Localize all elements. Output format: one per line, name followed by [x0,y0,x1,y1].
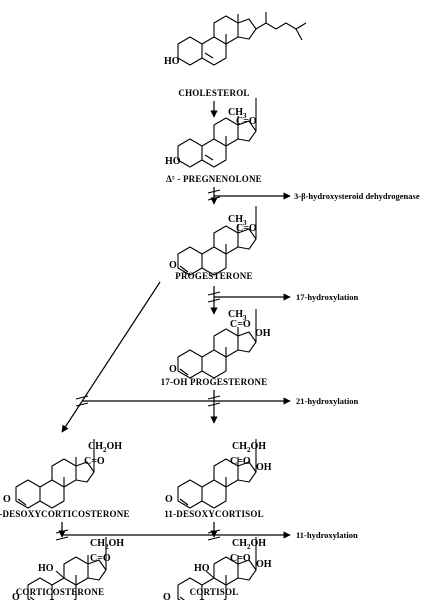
hydroxyl-label: OH [256,462,272,473]
oxo-label: O [165,494,173,505]
progesterone-structure [177,206,257,276]
ketone-label: C=O [90,553,111,564]
block-mark [207,395,221,407]
corticosterone-structure [27,537,107,600]
hydroxyl-label: HO [194,563,210,574]
ketone-label: C=O [230,553,251,564]
hydroxymethyl-label: CH2OH [232,441,266,454]
pregnenolone-label: Δ⁵ - PREGNENOLONE [166,174,262,184]
11-desoxycortisol-structure [177,439,257,509]
ketone-label: C=O [236,223,257,234]
hydroxyl-label: HO [38,563,54,574]
cholesterol-structure [177,12,307,66]
oxo-label: O [163,592,171,600]
block-mark [207,529,221,541]
methyl-label: CH3 [228,107,247,120]
11-desoxycortisol-label: 11-DESOXYCORTISOL [164,509,264,519]
17-oh-progesterone-label: 17-OH PROGESTERONE [161,377,268,387]
block-mark [207,189,221,201]
17-oh-progesterone-structure [177,309,257,379]
oxo-label: O [3,494,11,505]
ketone-label: C=O [84,456,105,467]
ketone-label: C=O [230,319,251,330]
corticosterone-label: CORTICOSTERONE [16,587,105,597]
hydroxyl-label: OH [255,328,271,339]
progesterone-label: PROGESTERONE [175,271,252,281]
11-desoxycorticosterone-structure [15,439,95,509]
pregnenolone-structure [177,98,257,168]
block-mark [75,395,89,407]
oxo-label: O [169,260,177,271]
methyl-label: CH3 [228,309,247,322]
hydroxymethyl-label: CH2OH [232,538,266,551]
hydroxyl-label: HO [164,56,180,67]
hydroxymethyl-label: CH2OH [88,441,122,454]
block-mark [207,291,221,303]
11-desoxycorticosterone-label: 11-DESOXYCORTICOSTERONE [0,509,130,519]
hydroxyl-label: HO [165,156,181,167]
17-hydroxylation-label: 17-hydroxylation [296,292,358,302]
oxo-label: O [12,592,20,600]
methyl-label: CH3 [228,214,247,227]
oxo-label: O [169,364,177,375]
progesterone-to-desoxycorticosterone-arrow [61,281,161,433]
ketone-label: C=O [230,456,251,467]
hydroxyl-label: OH [256,559,272,570]
hydroxymethyl-label: CH2OH [90,538,124,551]
block-mark [55,529,69,541]
21-hydroxylation-label: 21-hydroxylation [296,396,358,406]
ketone-label: C=O [236,116,257,127]
cortisol-structure [177,537,257,600]
hsd3b-label: 3-β-hydroxysteroid dehydrogenase [294,191,420,201]
cortisol-label: CORTISOL [190,587,239,597]
11-hydroxylation-label: 11-hydroxylation [296,530,358,540]
cholesterol-label: CHOLESTEROL [178,88,249,98]
